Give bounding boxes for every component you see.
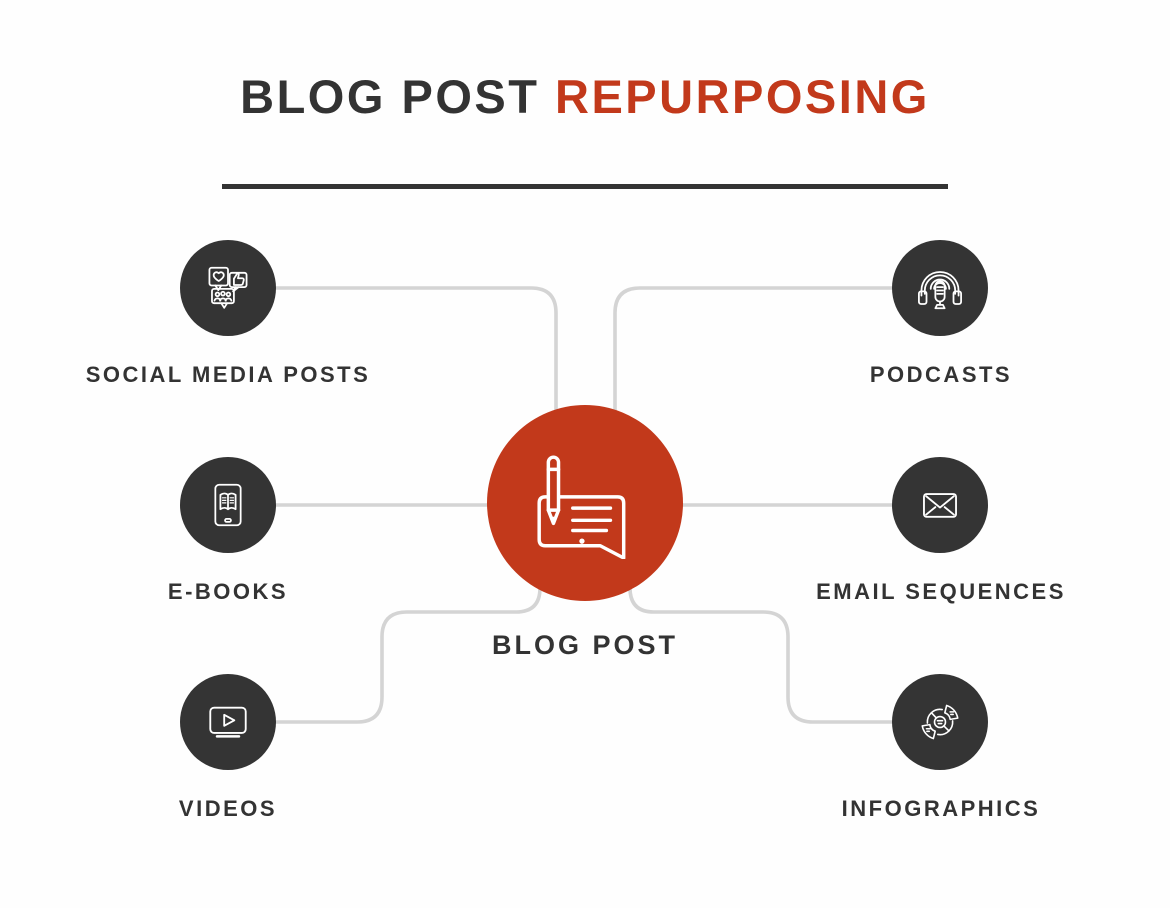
node-label-infographics: INFOGRAPHICS — [841, 796, 1041, 821]
node-label-videos: VIDEOS — [178, 796, 278, 821]
node-e-books — [180, 457, 276, 553]
node-videos — [180, 674, 276, 770]
node-email-sequences — [892, 457, 988, 553]
node-label-podcasts: PODCASTS — [869, 362, 1013, 387]
connector-social-media — [226, 286, 558, 477]
node-label-e-books: E-BOOKS — [167, 579, 289, 604]
node-infographics — [892, 674, 988, 770]
center-node-blog-post — [487, 405, 683, 601]
connector-infographics — [628, 554, 944, 724]
node-podcasts — [892, 240, 988, 336]
node-label-email-sequences: EMAIL SEQUENCES — [816, 579, 1066, 604]
blog-post-pencil-icon — [537, 455, 626, 559]
page-title: BLOG POST REPURPOSING — [0, 72, 1170, 122]
page-title-dark: BLOG POST — [240, 70, 540, 123]
node-social-media-posts — [180, 240, 276, 336]
connector-videos — [226, 554, 542, 724]
page-title-accent: REPURPOSING — [555, 70, 930, 123]
social-media-icon — [208, 266, 248, 309]
email-icon — [923, 493, 957, 518]
video-icon — [209, 706, 247, 738]
center-node-label: BLOG POST — [491, 630, 679, 660]
connector-podcasts — [613, 286, 944, 477]
ebook-icon — [214, 483, 242, 527]
title-divider — [222, 184, 948, 189]
infographic-icon — [921, 704, 959, 740]
podcast-icon — [918, 271, 962, 310]
node-label-social-media-posts: SOCIAL MEDIA POSTS — [85, 362, 371, 387]
